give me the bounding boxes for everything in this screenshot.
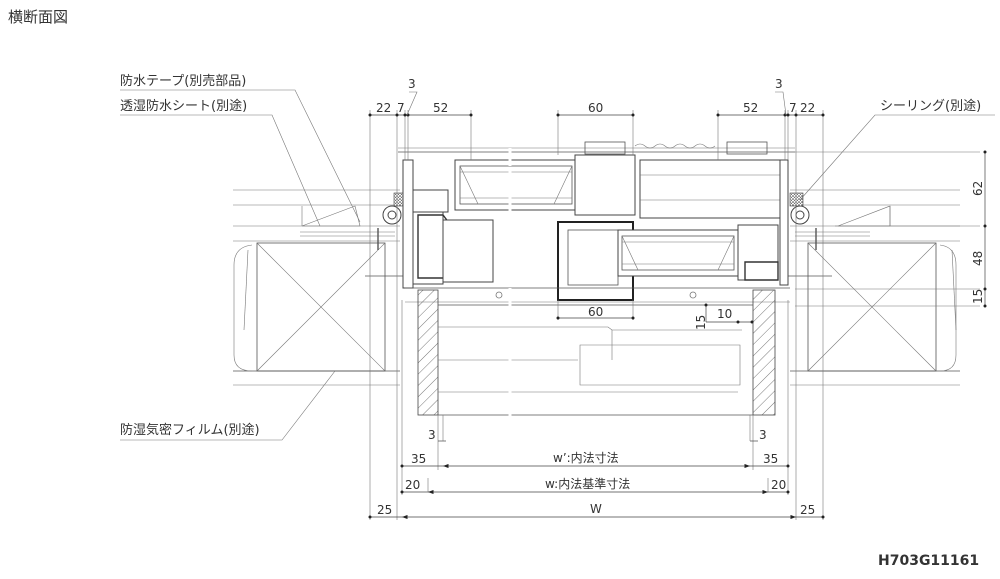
dim-bottom-right-3: 3	[759, 428, 767, 442]
dim-top-center-60: 60	[588, 101, 603, 115]
extension-lines	[369, 110, 980, 520]
window-frame	[398, 141, 795, 303]
dim-top-right-7: 7	[789, 101, 797, 115]
dim-bottom-right-35: 35	[763, 452, 778, 466]
wall-left	[233, 189, 408, 386]
dim-w-prime-label: w’:内法寸法	[553, 451, 619, 465]
interior-trim	[417, 289, 776, 416]
dim-right-15: 15	[971, 289, 985, 304]
dim-top-left-7: 7	[397, 101, 405, 115]
drawing-code: H703G11161	[878, 553, 979, 569]
dim-middle-10: 10	[717, 307, 732, 321]
dim-bottom-left-35: 35	[411, 452, 426, 466]
dim-top-left-52: 52	[433, 101, 448, 115]
wall-right	[785, 189, 960, 386]
middle-dimensions: 60 15 10	[556, 300, 754, 330]
dim-middle-15: 15	[694, 315, 708, 330]
dim-top-right-3: 3	[775, 77, 783, 91]
dim-top-left-3: 3	[408, 77, 416, 91]
dim-middle-60: 60	[588, 305, 603, 319]
dim-top-right-22: 22	[800, 101, 815, 115]
label-vapor-film: 防湿気密フィルム(別途)	[120, 422, 260, 438]
leader-labels: 防水テープ(別売部品) 透湿防水シート(別途) シーリング(別途) 防湿気密フィ…	[120, 73, 995, 441]
label-waterproof-tape: 防水テープ(別売部品)	[120, 73, 246, 89]
dim-bottom-left-3: 3	[428, 428, 436, 442]
dim-bottom-left-20: 20	[405, 478, 420, 492]
dim-top-right-52: 52	[743, 101, 758, 115]
dim-right-48: 48	[971, 251, 985, 266]
top-dimensions: 22 7 3 52 60 52 3 7 22	[368, 77, 825, 117]
dim-bottom-right-25: 25	[800, 503, 815, 517]
drawing-title: 横断面図	[8, 8, 68, 26]
dim-bottom-right-20: 20	[771, 478, 786, 492]
label-sealing: シーリング(別途)	[880, 98, 981, 114]
dim-w-label: w:内法基準寸法	[545, 476, 630, 491]
dim-right-62: 62	[971, 181, 985, 196]
right-vertical-dimensions: 62 48 15	[971, 150, 987, 308]
label-breathable-sheet: 透湿防水シート(別途)	[120, 98, 247, 114]
dim-W-label: W	[590, 502, 602, 516]
bottom-dimensions: 3 3 35 w’:内法寸法 35 20 w:内法基準寸法 20 25 W 25	[368, 415, 825, 520]
dim-bottom-left-25: 25	[377, 503, 392, 517]
dim-top-left-22: 22	[376, 101, 391, 115]
